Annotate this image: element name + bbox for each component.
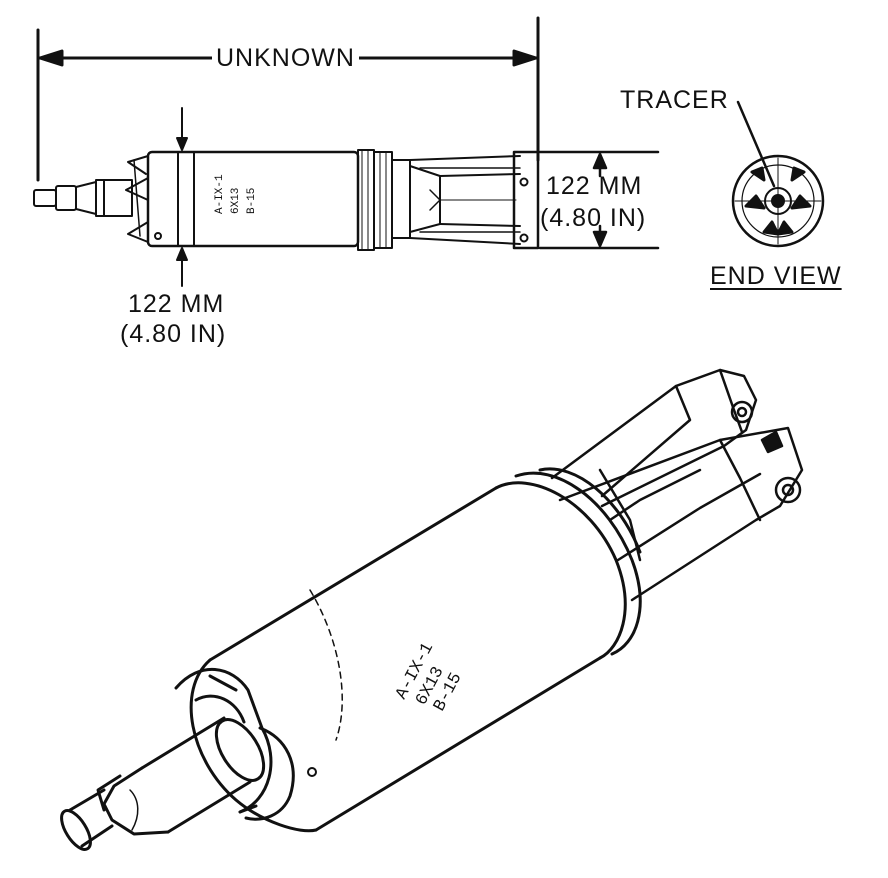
marking-line1: A-IX-1 bbox=[214, 174, 226, 214]
fin-diameter-mm-label: 122 MM bbox=[546, 172, 643, 200]
end-view-label: END VIEW bbox=[710, 262, 842, 290]
fuze-tip bbox=[33, 179, 133, 217]
fin-diameter-dimension bbox=[538, 150, 660, 250]
nose-fins bbox=[125, 155, 149, 243]
body-diameter-arrows bbox=[176, 107, 188, 287]
iso-fuze-tip bbox=[60, 716, 266, 851]
side-view: A-IX-1 6X13 B-15 bbox=[33, 16, 660, 287]
tail-assembly bbox=[391, 150, 540, 250]
body-diameter-mm-label: 122 MM bbox=[128, 290, 225, 318]
iso-nose-fins bbox=[174, 668, 295, 821]
marking-line3: B-15 bbox=[246, 188, 258, 214]
tracer-label: TRACER bbox=[620, 86, 729, 114]
end-view bbox=[731, 100, 825, 248]
rotating-band bbox=[357, 149, 393, 251]
overall-length-label: UNKNOWN bbox=[212, 44, 359, 72]
iso-main-body: A-IX-1 6X13 B-15 bbox=[189, 486, 602, 833]
isometric-view: A-IX-1 6X13 B-15 bbox=[60, 368, 804, 851]
length-dimension bbox=[36, 16, 540, 182]
main-body: A-IX-1 6X13 B-15 bbox=[146, 150, 360, 248]
marking-line2: 6X13 bbox=[230, 188, 242, 214]
iso-band bbox=[494, 467, 642, 660]
fin-diameter-in-label: (4.80 IN) bbox=[540, 204, 647, 232]
body-diameter-in-label: (4.80 IN) bbox=[120, 320, 227, 348]
